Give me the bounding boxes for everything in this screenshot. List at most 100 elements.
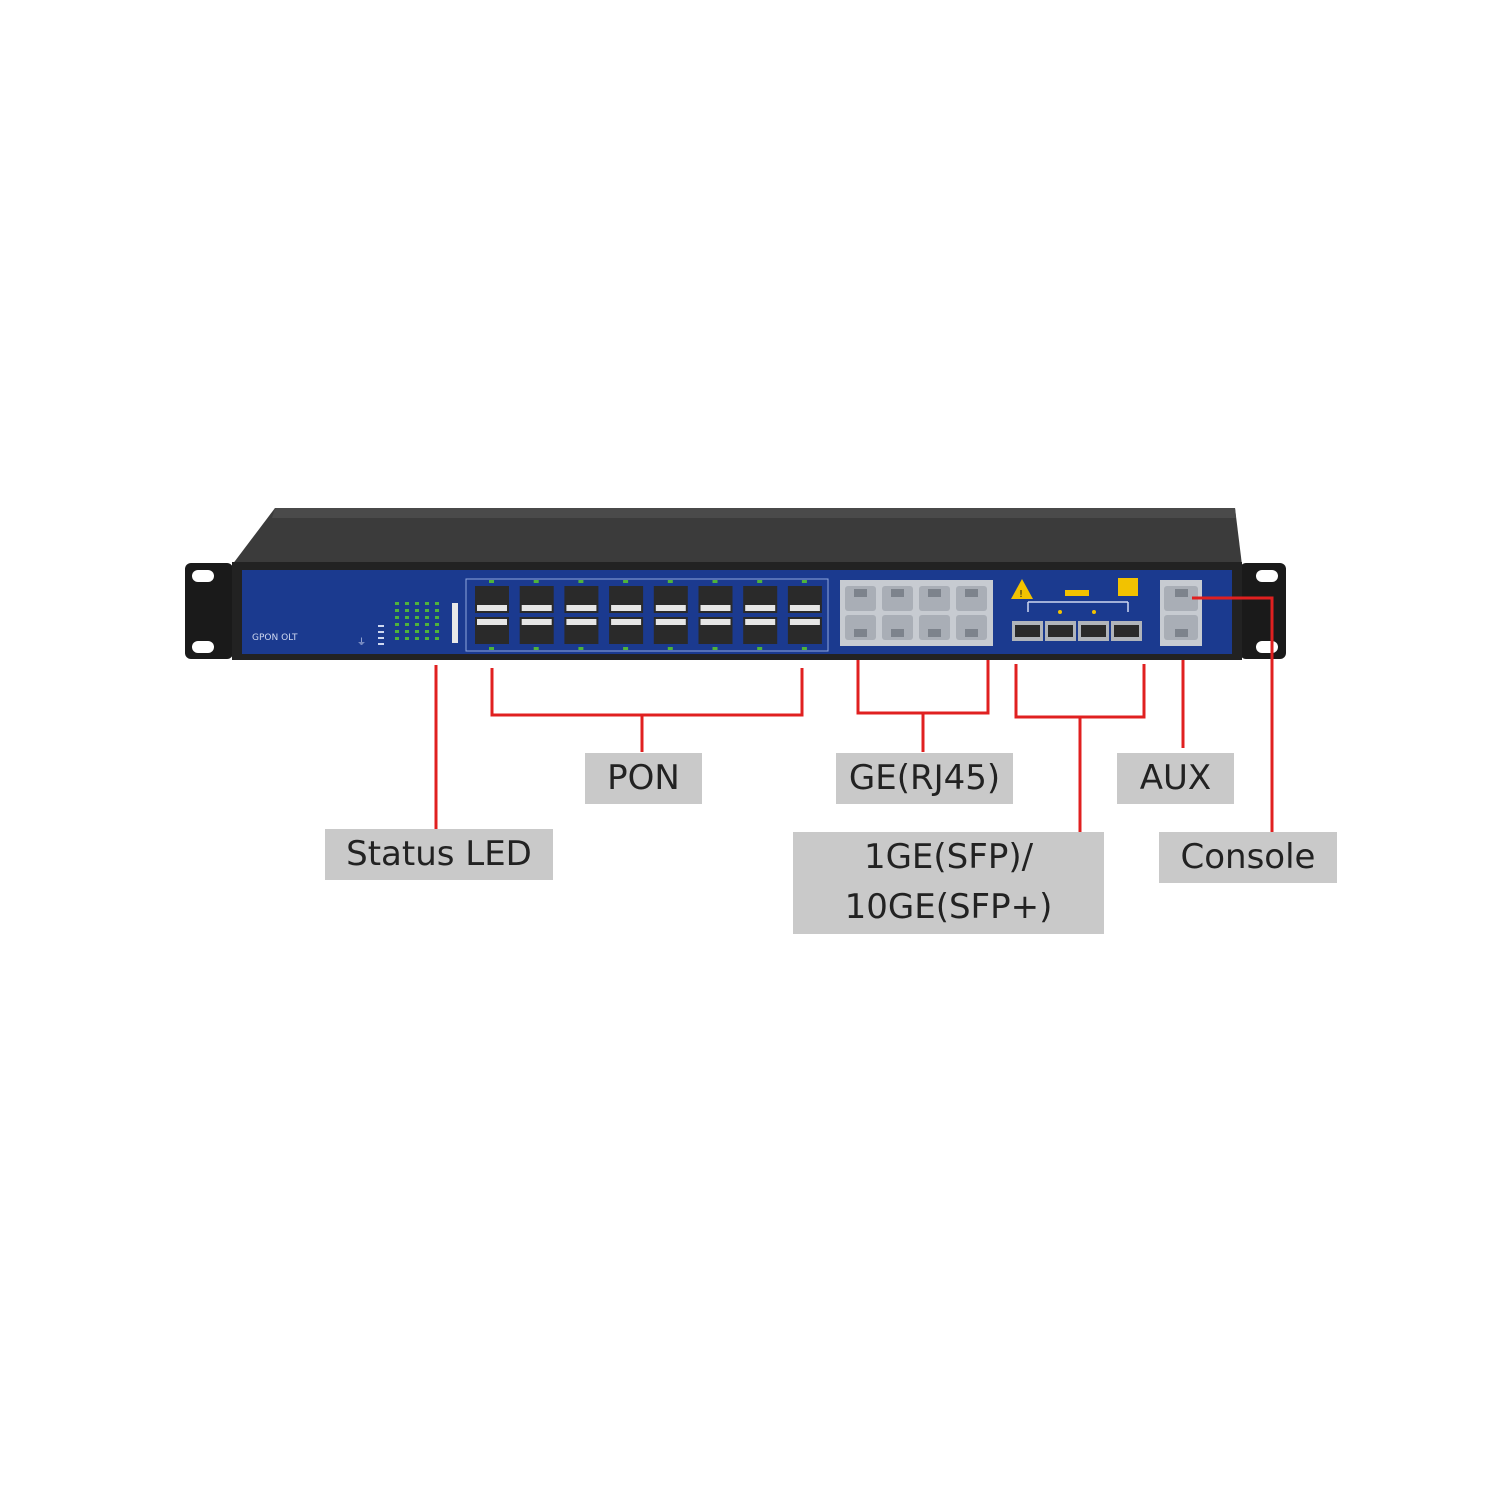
callout-pon: PON — [585, 753, 702, 804]
callout-ge-rj45: GE(RJ45) — [836, 753, 1013, 804]
ge-rj45-port-clip — [965, 629, 978, 637]
status-led — [415, 609, 419, 612]
right-rack-bracket — [1240, 563, 1286, 659]
pon-leader — [490, 668, 804, 752]
aux-console-port — [1164, 615, 1198, 640]
callout-sfp: 1GE(SFP)/ 10GE(SFP+) — [793, 832, 1104, 934]
ge-rj45-port — [919, 586, 950, 611]
pon-port-led — [757, 647, 763, 650]
ge-rj45-port-group — [845, 586, 987, 640]
status-led — [405, 630, 409, 633]
uplink-diagram-icon — [1027, 590, 1129, 614]
aux-console-port — [1164, 586, 1198, 611]
pon-port-led — [757, 580, 763, 583]
pon-port-latch — [745, 605, 776, 611]
ge-rj45-port — [845, 586, 876, 611]
status-led — [415, 623, 419, 626]
status-led — [395, 602, 399, 605]
pon-port-latch — [655, 605, 686, 611]
laser-warning-mark: ! — [1019, 589, 1023, 600]
model-label: GPON OLT — [252, 633, 298, 643]
sfp-port-cage — [1114, 625, 1139, 637]
sfp-leader — [1014, 664, 1146, 832]
status-led — [395, 609, 399, 612]
status-led — [425, 602, 429, 605]
aux-console-port-group — [1164, 586, 1198, 640]
pon-port-latch — [700, 605, 731, 611]
pon-port-latch — [789, 605, 820, 611]
ge-rj45-port — [882, 615, 913, 640]
ge-rj45-port-clip — [965, 589, 978, 597]
status-led — [395, 637, 399, 640]
status-led — [425, 609, 429, 612]
ge-rj45-port-clip — [891, 589, 904, 597]
laser-warning-icon — [1011, 579, 1033, 599]
status-led — [435, 609, 439, 612]
status-led — [405, 609, 409, 612]
callout-console: Console — [1159, 832, 1337, 883]
panel-symbol: ⏚ — [357, 637, 366, 648]
pon-port-led — [801, 647, 807, 650]
pon-port-group-outline — [465, 578, 829, 652]
console-leader — [1192, 596, 1274, 832]
sfp-port-group — [1012, 621, 1142, 641]
ge-rj45-leader — [856, 660, 990, 752]
status-led — [435, 637, 439, 640]
chassis-top-highlight — [272, 508, 1236, 518]
ge-rj45-port-clip — [854, 629, 867, 637]
status-led — [415, 602, 419, 605]
pon-port-led — [667, 647, 673, 650]
ge-rj45-port-clip — [928, 589, 941, 597]
status-led — [415, 630, 419, 633]
pon-port-latch — [477, 605, 507, 611]
pon-port-latch — [611, 605, 642, 611]
status-led — [395, 616, 399, 619]
ge-rj45-port — [956, 615, 987, 640]
pon-port-group — [475, 580, 822, 650]
ge-rj45-port — [956, 586, 987, 611]
pon-port-led — [623, 647, 629, 650]
leader-lines — [434, 596, 1274, 832]
callout-aux: AUX — [1117, 753, 1234, 804]
ge-rj45-port — [845, 615, 876, 640]
status-led — [395, 623, 399, 626]
status-led-legend — [378, 625, 384, 645]
status-led-grid — [395, 602, 458, 643]
ground-label-icon — [1118, 578, 1138, 596]
status-led — [415, 616, 419, 619]
aux-console-port-clip — [1175, 589, 1188, 597]
pon-port-led — [489, 580, 494, 583]
pon-port-latch — [566, 605, 597, 611]
front-panel — [242, 570, 1232, 654]
sfp-port-cage — [1048, 625, 1073, 637]
status-led — [425, 623, 429, 626]
pon-port-latch — [789, 619, 820, 625]
pon-port-led — [623, 580, 629, 583]
pon-port-led — [667, 580, 673, 583]
ge-rj45-port-clip — [928, 629, 941, 637]
pon-port-latch — [566, 619, 597, 625]
pon-port-latch — [521, 605, 552, 611]
status-led — [425, 637, 429, 640]
status-led — [435, 616, 439, 619]
pon-port-latch — [477, 619, 507, 625]
status-led — [435, 623, 439, 626]
pon-port-led — [712, 647, 718, 650]
status-led — [415, 637, 419, 640]
status-led — [435, 630, 439, 633]
status-led — [405, 637, 409, 640]
callout-status-led: Status LED — [325, 829, 553, 880]
aux-console-port-clip — [1175, 629, 1188, 637]
pon-port-led — [533, 580, 539, 583]
pon-port-led — [578, 580, 584, 583]
sfp-port-cage — [1081, 625, 1106, 637]
pon-port-led — [801, 580, 807, 583]
pon-port-led — [533, 647, 539, 650]
pon-port-latch — [521, 619, 552, 625]
status-led — [425, 630, 429, 633]
status-led-labels — [452, 603, 458, 643]
ge-rj45-port — [919, 615, 950, 640]
status-led — [405, 602, 409, 605]
pon-port-latch — [611, 619, 642, 625]
left-rack-bracket — [185, 563, 233, 659]
